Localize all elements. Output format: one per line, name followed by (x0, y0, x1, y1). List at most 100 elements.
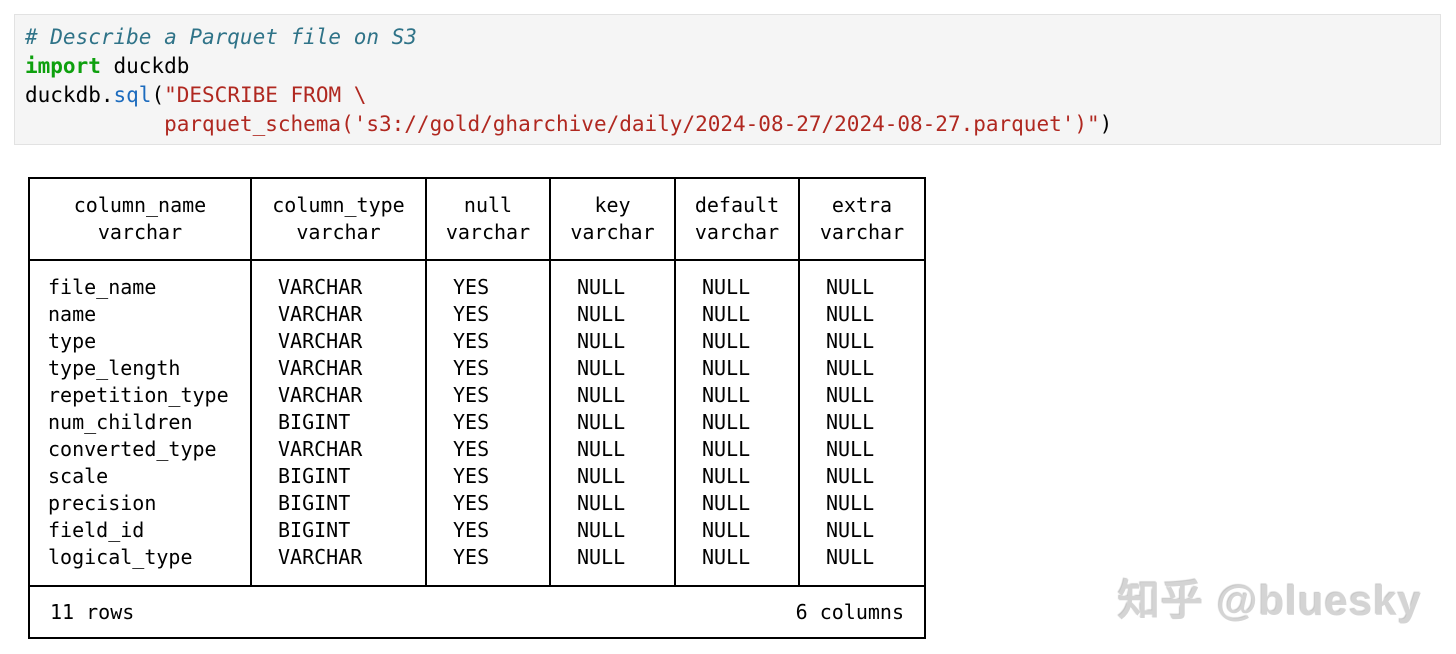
table-cell: YES (453, 464, 490, 488)
object-name: duckdb (25, 83, 101, 107)
table-cell: NULL (826, 545, 875, 569)
header-column-type: varchar (570, 220, 655, 244)
table-cell: YES (453, 275, 490, 299)
table-cell: VARCHAR (278, 437, 363, 461)
close-paren: ) (1099, 112, 1113, 136)
table-cell: YES (453, 329, 490, 353)
table-column: NULL NULL NULL NULL NULL NULL NULL NULL NULL NULL… (800, 261, 924, 585)
table-cell: NULL (577, 491, 626, 515)
table-cell: NULL (702, 491, 751, 515)
table-cell: NULL (702, 329, 751, 353)
header-column-type: varchar (296, 220, 381, 244)
table-footer: 11 rows 6 columns (30, 587, 924, 637)
import-keyword: import (25, 54, 101, 78)
table-cell: field_id (48, 518, 145, 542)
table-cell: name (48, 302, 97, 326)
table-cell: file_name (48, 275, 157, 299)
table-cell: YES (453, 491, 490, 515)
table-cell: type_length (48, 356, 181, 380)
table-cell: NULL (826, 437, 875, 461)
table-cell: NULL (577, 518, 626, 542)
table-cell: YES (453, 437, 490, 461)
header-column-name: column_name (73, 193, 207, 217)
header-column-name: default (694, 193, 780, 217)
table-cell: VARCHAR (278, 356, 363, 380)
table-cell: VARCHAR (278, 302, 363, 326)
table-cell: VARCHAR (278, 329, 363, 353)
table-cell: BIGINT (278, 491, 351, 515)
row-count: 11 rows (50, 599, 135, 624)
sql-string-part2: parquet_schema('s3://gold/gharchive/dail… (25, 112, 1100, 136)
table-cell: NULL (826, 275, 875, 299)
table-cell: NULL (702, 545, 751, 569)
header-cell: default varchar (676, 179, 800, 259)
table-cell: NULL (577, 383, 626, 407)
sql-string-part1: "DESCRIBE FROM \ (164, 83, 367, 107)
header-column-name: key (594, 193, 631, 217)
module-name: duckdb (100, 54, 190, 78)
table-cell: NULL (702, 356, 751, 380)
table-cell: repetition_type (48, 383, 229, 407)
table-cell: NULL (702, 383, 751, 407)
header-column-type: varchar (445, 220, 531, 244)
header-cell: null varchar (427, 179, 551, 259)
table-cell: type (48, 329, 97, 353)
table-cell: NULL (826, 383, 875, 407)
code-line: # Describe a Parquet file on S3 (25, 23, 1430, 52)
table-column: NULL NULL NULL NULL NULL NULL NULL NULL NULL NULL… (551, 261, 676, 585)
table-cell: num_children (48, 410, 193, 434)
table-cell: NULL (577, 302, 626, 326)
code-line: duckdb.sql("DESCRIBE FROM \ (25, 81, 1430, 110)
table-cell: NULL (702, 302, 751, 326)
table-cell: NULL (826, 329, 875, 353)
dot-operator: . (100, 83, 114, 107)
header-column-name: null (463, 193, 513, 217)
header-column-type: varchar (694, 220, 780, 244)
table-cell: NULL (577, 437, 626, 461)
header-cell: key varchar (551, 179, 676, 259)
table-cell: YES (453, 518, 490, 542)
table-cell: VARCHAR (278, 545, 363, 569)
table-cell: YES (453, 545, 490, 569)
table-cell: NULL (826, 491, 875, 515)
code-cell[interactable]: # Describe a Parquet file on S3 import d… (14, 14, 1441, 145)
code-comment: # Describe a Parquet file on S3 (25, 25, 417, 49)
table-cell: NULL (702, 410, 751, 434)
zhihu-watermark: 知乎 @bluesky (1117, 577, 1422, 624)
table-cell: NULL (577, 410, 626, 434)
header-column-name: extra (831, 193, 893, 217)
table-cell: VARCHAR (278, 383, 363, 407)
method-name: sql (113, 83, 152, 107)
code-line: parquet_schema('s3://gold/gharchive/dail… (25, 110, 1430, 139)
table-cell: converted_type (48, 437, 217, 461)
table-cell: VARCHAR (278, 275, 363, 299)
table-cell: YES (453, 410, 490, 434)
table-cell: BIGINT (278, 410, 351, 434)
table-cell: NULL (577, 356, 626, 380)
table-cell: NULL (826, 410, 875, 434)
table-column: VARCHAR VARCHAR VARCHAR VARCHAR VARCHAR BIGIN… (252, 261, 427, 585)
table-cell: NULL (577, 275, 626, 299)
table-cell: NULL (826, 302, 875, 326)
column-count: 6 columns (795, 599, 904, 624)
code-line: import duckdb (25, 52, 1430, 81)
table-cell: NULL (702, 518, 751, 542)
table-cell: NULL (577, 464, 626, 488)
table-cell: NULL (702, 464, 751, 488)
table-cell: NULL (826, 518, 875, 542)
table-cell: BIGINT (278, 518, 351, 542)
table-cell: YES (453, 356, 490, 380)
header-column-name: column_type (272, 193, 405, 217)
table-cell: logical_type (48, 545, 193, 569)
table-cell: NULL (577, 329, 626, 353)
table-cell: NULL (577, 545, 626, 569)
table-cell: NULL (826, 464, 875, 488)
table-cell: YES (453, 302, 490, 326)
